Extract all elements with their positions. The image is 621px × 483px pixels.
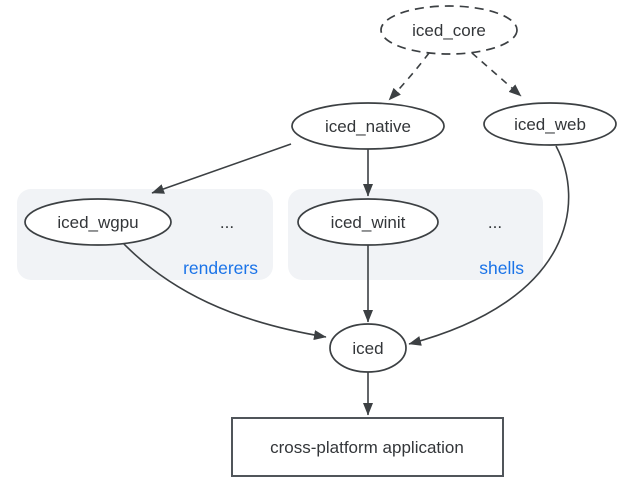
iced_winit-ellipse [297,198,439,246]
node-iced_native: iced_native [291,102,445,150]
renderers-group-label: renderers [183,258,258,278]
app-rectangle [231,417,504,477]
iced_core-ellipse [380,5,518,55]
iced_wgpu-label: iced_wgpu [57,213,138,232]
edge-iced_core-to-iced_web [471,52,522,97]
iced_web-ellipse [483,102,617,146]
shells-ellipsis: ... [488,213,502,232]
iced-ellipse [329,323,407,373]
iced_wgpu-ellipse [24,198,172,246]
iced_native-ellipse [291,102,445,150]
iced_native-label: iced_native [325,117,411,136]
node-iced_winit: iced_winit [297,198,439,246]
node-iced_web: iced_web [483,102,617,146]
edge-iced_wgpu-to-iced [120,240,327,340]
iced_winit-label: iced_winit [331,213,406,232]
edge-iced_web-to-iced [408,145,570,346]
node-iced_core: iced_core [380,5,518,55]
node-cross-platform-application: cross-platform application [231,417,504,477]
iced_core-label: iced_core [412,21,486,40]
edge-iced_core-to-iced_native [388,52,430,101]
iced-label: iced [352,339,383,358]
node-iced: iced [329,323,407,373]
node-iced_wgpu: iced_wgpu [24,198,172,246]
iced_web-label: iced_web [514,115,586,134]
edge-iced_native-to-iced_wgpu [151,143,292,194]
shells-group-label: shells [479,258,524,278]
app-label: cross-platform application [270,438,464,457]
renderers-ellipsis: ... [220,213,234,232]
